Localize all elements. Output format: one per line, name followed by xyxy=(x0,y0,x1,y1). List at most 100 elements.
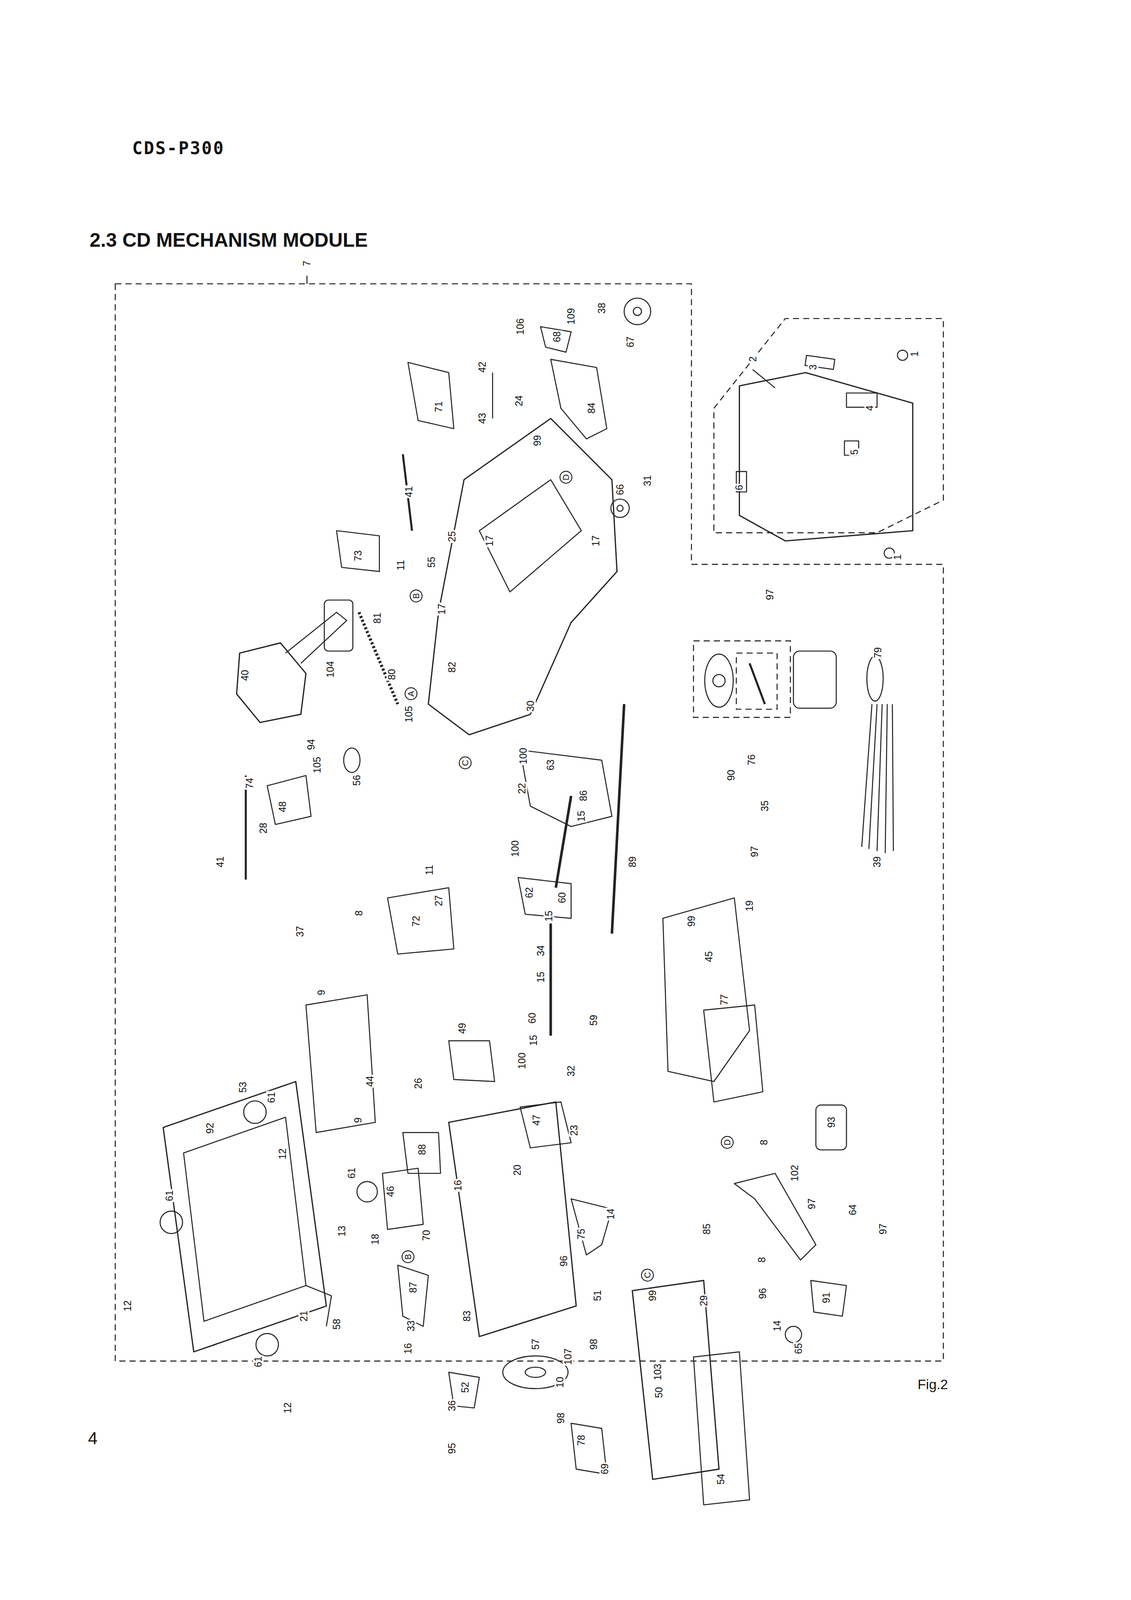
callout-number: 26 xyxy=(412,1076,424,1090)
callout-number: 51 xyxy=(592,1288,604,1302)
callout-number: 36 xyxy=(446,1399,458,1412)
pcb xyxy=(739,372,913,541)
callout-number: 107 xyxy=(562,1347,574,1366)
callout-number: 6 xyxy=(734,483,745,492)
callout-number: 44 xyxy=(364,1074,376,1088)
callout-number: 99 xyxy=(532,434,543,448)
callout-number: 49 xyxy=(456,1021,468,1035)
callout-number: 60 xyxy=(527,1011,538,1025)
callout-number: 97 xyxy=(806,1197,818,1210)
callout-number: 91 xyxy=(820,1291,832,1304)
callout-number: 97 xyxy=(764,588,776,601)
callout-number: 47 xyxy=(530,1113,542,1127)
callout-number: 35 xyxy=(759,799,771,813)
callout-number: 41 xyxy=(403,485,415,499)
figure-caption: Fig.2 xyxy=(917,1376,948,1393)
callout-number: 99 xyxy=(647,1288,659,1302)
callout-number: 15 xyxy=(576,809,587,823)
callout-number: 22 xyxy=(516,781,528,795)
callout-number: 61 xyxy=(265,1090,277,1104)
callout-number: 97 xyxy=(749,845,761,859)
callout-number: 45 xyxy=(703,950,715,964)
pcb-boundary xyxy=(714,318,944,533)
callout-number: 86 xyxy=(577,789,589,802)
callout-number: 34 xyxy=(535,944,546,957)
callout-number: 93 xyxy=(825,1115,837,1129)
callout-number: 98 xyxy=(555,1411,567,1425)
callout-number: 71 xyxy=(433,400,444,414)
callout-number: 16 xyxy=(452,1178,464,1192)
pickup xyxy=(236,642,306,723)
callout-number: 102 xyxy=(789,1163,800,1182)
callout-number: 106 xyxy=(514,317,526,336)
callout-number: 105 xyxy=(403,705,415,723)
callout-number: 12 xyxy=(122,1299,133,1312)
callout-number: 23 xyxy=(568,1123,580,1137)
callout-number: 85 xyxy=(701,1222,713,1236)
module-boundary xyxy=(115,283,944,1361)
callout-number: 12 xyxy=(276,1147,288,1161)
main-plate xyxy=(428,418,618,735)
callout-number: 75 xyxy=(576,1227,587,1241)
callout-number: 2 xyxy=(747,355,758,363)
callout-number: 54 xyxy=(715,1472,727,1486)
callout-number: 88 xyxy=(416,1142,428,1156)
callout-number: 56 xyxy=(351,773,363,787)
callout-number: 109 xyxy=(565,307,577,326)
callout-number: 94 xyxy=(305,738,317,752)
callout-number: 62 xyxy=(524,886,535,899)
callout-number: 92 xyxy=(204,1121,216,1135)
callout-number: 60 xyxy=(556,891,568,904)
callout-number: 61 xyxy=(252,1355,264,1368)
page-number: 4 xyxy=(87,1428,99,1447)
callout-number: 58 xyxy=(331,1317,342,1331)
callout-number: 76 xyxy=(746,753,758,767)
callout-number: 41 xyxy=(215,855,226,869)
callout-number: 99 xyxy=(686,914,697,928)
model-header: CDS-P300 xyxy=(131,139,226,158)
callout-number: 74 xyxy=(244,776,256,790)
reference-mark: D xyxy=(720,1135,734,1149)
callout-number: 33 xyxy=(405,1319,417,1333)
callout-number: 95 xyxy=(446,1441,458,1455)
callout-number: 79 xyxy=(872,646,884,660)
callout-number: 4 xyxy=(864,404,876,412)
callout-number: 80 xyxy=(386,667,397,681)
callout-number: 57 xyxy=(530,1337,541,1351)
callout-number: 19 xyxy=(744,899,755,913)
callout-number: 9 xyxy=(315,988,327,997)
reference-mark: A xyxy=(404,687,418,700)
callout-number: 52 xyxy=(459,1380,471,1394)
callout-number: 32 xyxy=(565,1064,577,1078)
callout-number: 39 xyxy=(871,855,883,869)
callout-number: 21 xyxy=(298,1309,310,1323)
callout-number: 46 xyxy=(385,1184,397,1198)
callout-number: 13 xyxy=(336,1224,347,1238)
callout-number: 8 xyxy=(758,1138,770,1146)
callout-number: 63 xyxy=(545,758,557,772)
reference-mark: C xyxy=(641,1268,654,1282)
callout-number: 103 xyxy=(652,1362,664,1381)
callout-number: 81 xyxy=(372,611,383,625)
sub-plate xyxy=(448,1101,577,1337)
callout-number: 73 xyxy=(352,549,364,563)
callout-number: 53 xyxy=(237,1080,248,1094)
callout-number: 17 xyxy=(436,602,447,616)
reference-mark: B xyxy=(401,1250,415,1263)
callout-number: 14 xyxy=(771,1319,783,1333)
callout-number: 16 xyxy=(402,1341,414,1355)
callout-number: 20 xyxy=(511,1163,523,1177)
callout-number: 96 xyxy=(558,1254,570,1268)
callout-number: 104 xyxy=(325,659,336,678)
callout-number: 48 xyxy=(276,800,288,814)
callout-number: 14 xyxy=(605,1207,617,1221)
callout-number: 15 xyxy=(535,970,546,984)
callout-number: 8 xyxy=(353,909,365,917)
frame xyxy=(163,1081,327,1352)
callout-number: 50 xyxy=(653,1385,665,1399)
callout-number: 84 xyxy=(585,401,597,415)
callout-number: 9 xyxy=(352,1116,364,1124)
callout-number: 43 xyxy=(477,411,488,425)
callout-number: 83 xyxy=(461,1309,473,1323)
callout-number: 61 xyxy=(163,1189,175,1202)
